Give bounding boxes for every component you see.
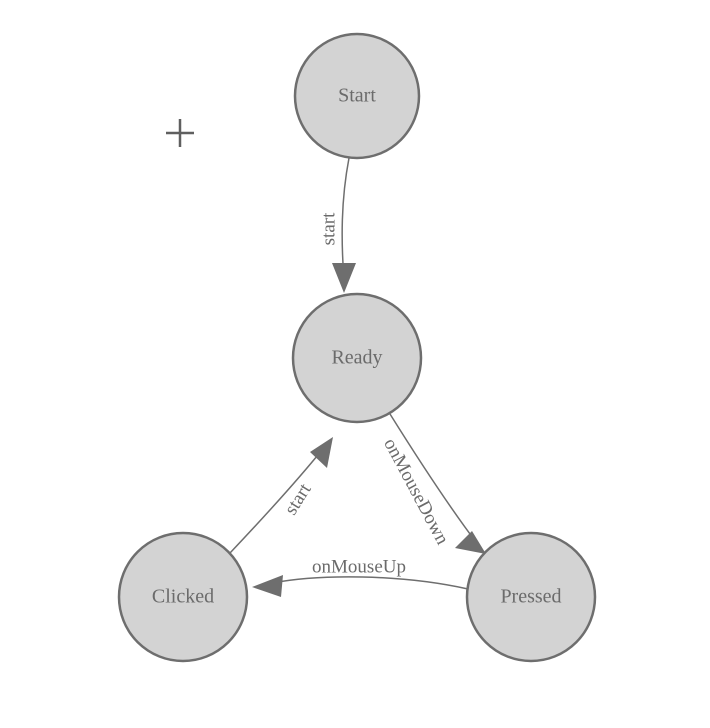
node-start[interactable]: Start <box>293 32 421 160</box>
edge-line <box>271 576 469 590</box>
nodes-layer: Start Ready Clicked Pressed <box>117 32 597 663</box>
node-label-pressed: Pressed <box>500 586 561 608</box>
edge-clicked-to-ready[interactable]: start <box>229 437 333 554</box>
arrowhead-icon <box>455 531 486 554</box>
arrowhead-icon <box>252 575 283 597</box>
node-shape[interactable] <box>293 32 421 160</box>
edge-line <box>341 157 350 281</box>
edge-label-start-to-ready: start <box>318 212 339 245</box>
crosshair-icon <box>166 119 194 147</box>
node-label-ready: Ready <box>331 347 382 369</box>
edge-label-ready-to-pressed: onMouseDown <box>379 435 453 549</box>
arrowhead-icon <box>332 263 356 293</box>
node-shape[interactable] <box>291 292 423 424</box>
node-label-clicked: Clicked <box>152 586 214 608</box>
node-clicked[interactable]: Clicked <box>117 531 249 663</box>
edge-ready-to-pressed[interactable]: onMouseDown <box>379 413 486 554</box>
node-shape[interactable] <box>117 531 249 663</box>
node-ready[interactable]: Ready <box>291 292 423 424</box>
arrowhead-icon <box>310 437 333 468</box>
node-label-start: Start <box>338 85 376 107</box>
edge-pressed-to-clicked[interactable]: onMouseUp <box>252 556 469 597</box>
edge-line <box>389 413 477 543</box>
edge-line <box>229 449 323 554</box>
edge-label-clicked-to-ready: start <box>280 479 316 518</box>
node-pressed[interactable]: Pressed <box>465 531 597 663</box>
node-shape[interactable] <box>465 531 597 663</box>
edge-start-to-ready[interactable]: start <box>318 157 356 293</box>
edge-label-pressed-to-clicked: onMouseUp <box>312 556 406 577</box>
